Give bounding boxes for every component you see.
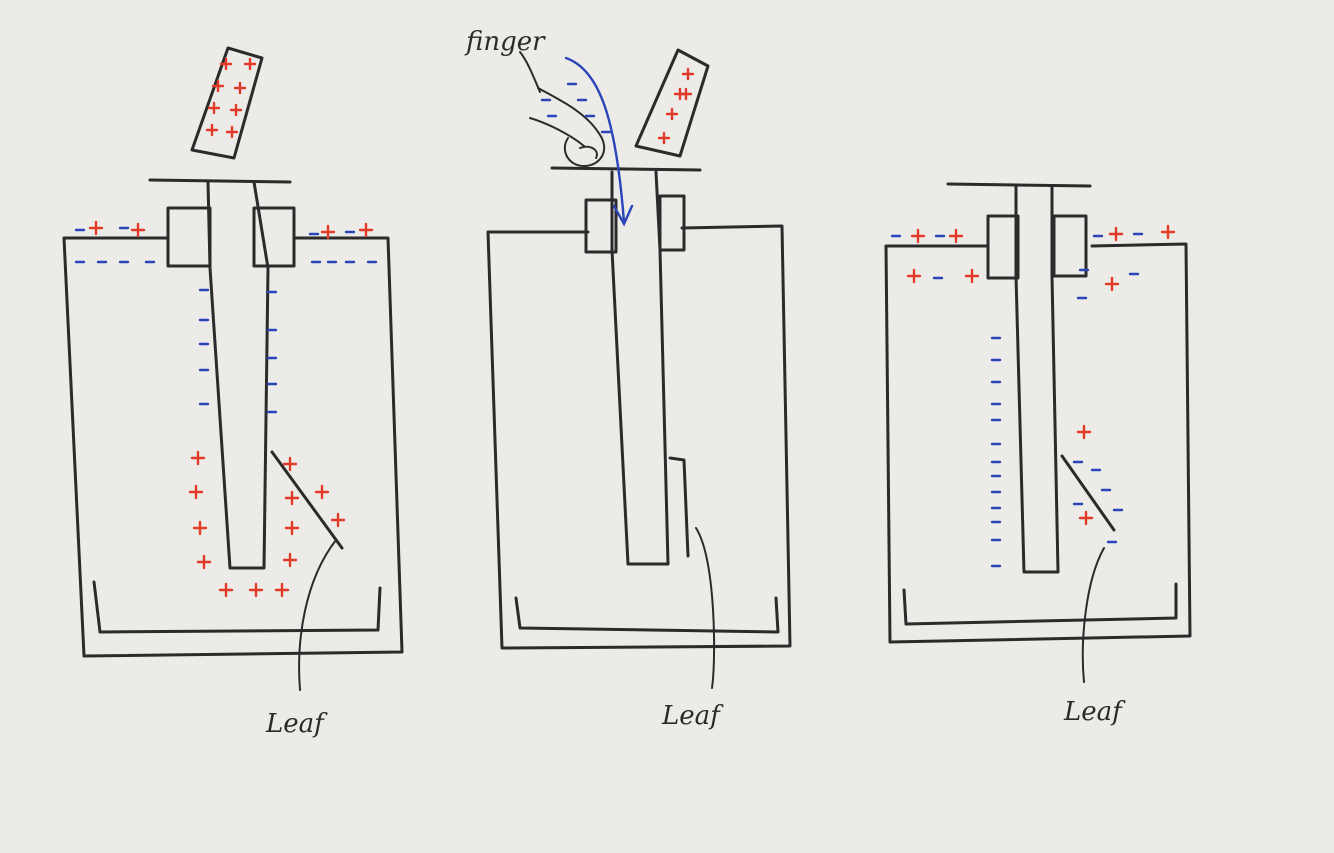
electroscope-1 [62, 46, 404, 691]
electroscope-2 [486, 48, 792, 689]
stopper-left-2 [584, 198, 618, 254]
positive-charge-mark [314, 484, 330, 500]
leaf-label-2: Leaf [661, 701, 724, 731]
positive-charge-mark [219, 57, 233, 71]
charged-rod-1 [190, 46, 264, 160]
tray-2 [514, 596, 780, 634]
positive-charge-mark [1160, 224, 1176, 240]
positive-charge-mark [218, 582, 234, 598]
positive-charge-mark [88, 220, 104, 236]
metal-rod-3 [1014, 184, 1060, 574]
leaf-1 [270, 450, 344, 550]
positive-charge-mark [274, 582, 290, 598]
positive-charge-mark [1104, 276, 1120, 292]
tray-3 [902, 582, 1178, 626]
positive-charge-mark [1076, 424, 1092, 440]
collector-plate-1 [148, 178, 292, 184]
jar-body-1 [62, 236, 404, 658]
positive-charge-mark [948, 228, 964, 244]
leaf-label-1: Leaf [265, 709, 328, 739]
leaf-pointer-3 [1081, 547, 1105, 683]
metal-rod-2 [610, 170, 670, 566]
leaf-label-3: Leaf [1063, 697, 1126, 727]
leaf-pointer-2 [695, 527, 716, 689]
metal-rod-1 [206, 180, 270, 570]
positive-charge-mark [679, 87, 693, 101]
jar-body-3 [884, 242, 1192, 644]
charge-flow-arrow [564, 56, 634, 227]
positive-charge-mark [196, 554, 212, 570]
positive-charge-mark [320, 224, 336, 240]
collector-plate-2 [550, 166, 702, 172]
positive-charge-mark [188, 484, 204, 500]
stopper-left-1 [166, 206, 212, 268]
positive-charge-mark [248, 582, 264, 598]
finger-sketch [519, 51, 605, 167]
electroscope-3 [884, 182, 1192, 683]
positive-charge-mark [243, 57, 257, 71]
stopper-left-3 [986, 214, 1020, 280]
positive-charge-mark [130, 222, 146, 238]
charge-marks [74, 57, 1176, 598]
positive-charge-mark [233, 81, 247, 95]
positive-charge-mark [906, 268, 922, 284]
positive-charge-mark [910, 228, 926, 244]
positive-charge-mark [225, 125, 239, 139]
positive-charge-mark [284, 490, 300, 506]
finger-label: finger [464, 27, 546, 57]
positive-charge-mark [205, 123, 219, 137]
positive-charge-mark [665, 107, 679, 121]
positive-charge-mark [657, 131, 671, 145]
leaf-2 [668, 456, 690, 558]
positive-charge-mark [1078, 510, 1094, 526]
positive-charge-mark [681, 67, 695, 81]
positive-charge-mark [284, 520, 300, 536]
charged-rod-2 [634, 48, 710, 158]
positive-charge-mark [282, 552, 298, 568]
positive-charge-mark [282, 456, 298, 472]
positive-charge-mark [192, 520, 208, 536]
positive-charge-mark [207, 101, 221, 115]
positive-charge-mark [358, 222, 374, 238]
jar-body-2 [486, 224, 792, 650]
positive-charge-mark [190, 450, 206, 466]
collector-plate-3 [946, 182, 1092, 188]
leaf-pointer-1 [298, 539, 337, 691]
leaf-3 [1060, 454, 1116, 532]
positive-charge-mark [330, 512, 346, 528]
stopper-right-1 [252, 206, 296, 268]
positive-charge-mark [229, 103, 243, 117]
stopper-right-2 [658, 194, 686, 252]
positive-charge-mark [211, 79, 225, 93]
stopper-right-3 [1052, 214, 1088, 278]
positive-charge-mark [964, 268, 980, 284]
tray-1 [92, 580, 382, 634]
positive-charge-mark [1108, 226, 1124, 242]
